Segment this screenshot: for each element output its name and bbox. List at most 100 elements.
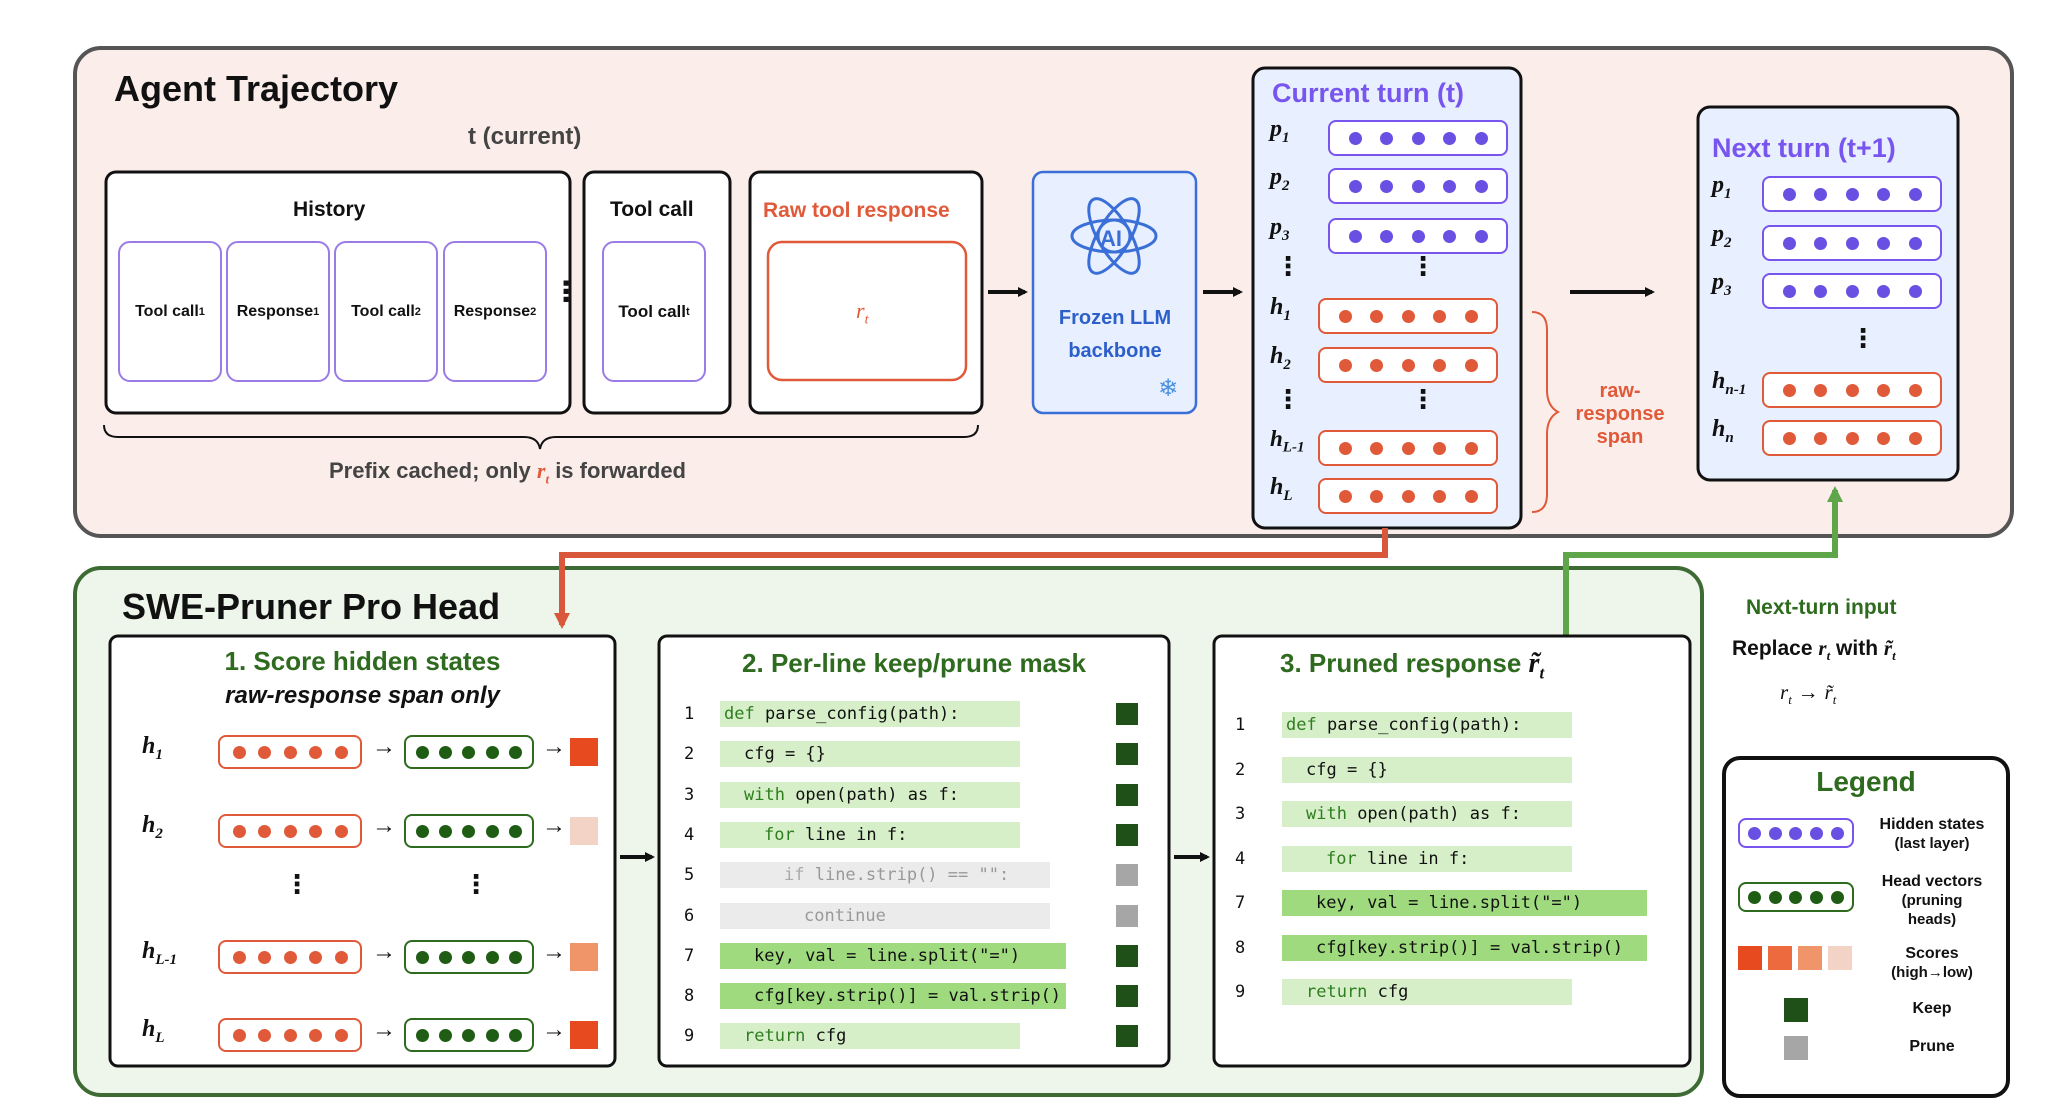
token-dot: [258, 824, 271, 838]
token-dot: [309, 1028, 322, 1042]
pruned-title: 3. Pruned response r̃t: [1280, 648, 1544, 684]
arrow-sym2-sub: t: [1832, 692, 1837, 708]
token-dot: [1338, 309, 1352, 323]
history-item-label: Tool call: [135, 302, 199, 320]
current-row-label: hL: [1270, 474, 1293, 505]
next-row-p-tokens: [1762, 273, 1942, 309]
token-dot: [1877, 383, 1890, 397]
token-dot: [1411, 179, 1425, 193]
history-title: History: [293, 198, 366, 221]
code-text: key, val = line.split("="): [754, 945, 1021, 966]
token-dot: [258, 950, 271, 964]
score-row-label-sub: 2: [155, 825, 163, 842]
token-dot: [1433, 441, 1446, 455]
token-dot: [1433, 309, 1446, 323]
token-dot: [1782, 431, 1796, 445]
token-dot: [416, 1028, 430, 1042]
token-dot: [1464, 489, 1478, 503]
score-subtitle: raw-response span only: [225, 682, 500, 709]
keep-square: [1116, 985, 1138, 1008]
score-row-label-letter: h: [142, 938, 156, 964]
token-dot: [1380, 229, 1393, 243]
token-dot: [1443, 131, 1456, 145]
token-dot: [258, 745, 271, 759]
code-text: parse_config(path):: [754, 704, 960, 724]
token-dot: [439, 745, 453, 759]
score-row-hidden-tokens: [218, 940, 362, 974]
pruned-symbol-letter: r̃: [1528, 648, 1540, 679]
arrow-sym2: r̃t: [1824, 680, 1837, 708]
history-item-label: Tool call: [351, 302, 415, 320]
token-dot: [485, 745, 499, 759]
token-dot: [334, 824, 348, 838]
right-arrow-icon: →: [372, 812, 396, 839]
arrow-pruned-to-next: [1563, 486, 1843, 640]
code-text: cfg[key.strip()] = val.strip(): [754, 986, 1062, 1007]
token-dot: [232, 1028, 246, 1042]
right-arrow-icon: →: [372, 938, 396, 965]
token-dot: [334, 745, 348, 759]
code-keyword: def: [1286, 715, 1317, 735]
prune-square: [1116, 904, 1138, 927]
code-text: cfg: [805, 1026, 847, 1047]
legend-head-3: heads): [1907, 911, 1957, 928]
line-number: 5: [684, 865, 695, 886]
token-dot: [1782, 383, 1796, 397]
next-input-replace: Replace rt with r̃t: [1732, 636, 1896, 664]
code-line: with open(path) as f:: [720, 781, 1020, 808]
current-vdots-h-label: ⋮: [1275, 384, 1301, 414]
legend-scores-2: (high→low): [1891, 964, 1973, 981]
token-dot: [1908, 236, 1922, 250]
next-row-label: p3: [1712, 269, 1732, 300]
right-arrow-icon: →: [542, 812, 566, 839]
token-dot: [1877, 284, 1890, 298]
code-keyword: def: [724, 704, 755, 724]
score-square: [570, 943, 598, 971]
score-row-hidden-tokens: [218, 814, 362, 848]
score-row-head-tokens: [404, 1018, 534, 1052]
token-dot: [462, 745, 476, 759]
head-title: SWE-Pruner Pro Head: [122, 586, 501, 627]
raw-symbol-sub: t: [864, 312, 869, 328]
replace-sym1-sub: t: [1826, 648, 1831, 664]
legend-hidden-1: Hidden states: [1879, 816, 1985, 833]
token-dot: [439, 824, 453, 838]
span-label: raw- response span: [1562, 380, 1678, 449]
code-line: cfg[key.strip()] = val.strip(): [1282, 934, 1647, 961]
replace-text-a: Replace: [1732, 637, 1813, 660]
token-dot: [1908, 431, 1922, 445]
legend-keep-label: Keep: [1912, 1000, 1952, 1017]
next-row-label-sub: 2: [1724, 234, 1732, 251]
token-dot: [1782, 236, 1796, 250]
current-row-p-tokens: [1328, 218, 1508, 254]
keep-square: [1116, 783, 1138, 806]
score-square: [570, 1021, 598, 1049]
code-line: return cfg: [720, 1023, 1020, 1050]
code-keyword: if: [784, 865, 805, 886]
arrow-sym2-letter: r̃: [1824, 680, 1833, 704]
token-dot: [1443, 179, 1456, 193]
token-dot: [508, 824, 522, 838]
next-row-p-tokens: [1762, 225, 1942, 261]
pruned-symbol: r̃t: [1528, 648, 1545, 683]
token-dot: [1908, 284, 1922, 298]
token-dot: [1411, 131, 1425, 145]
legend-scores-label: Scores (high→low): [1862, 944, 2002, 982]
mask-title: 2. Per-line keep/prune mask: [742, 648, 1086, 678]
line-number: 9: [684, 1026, 695, 1047]
next-row-h-tokens: [1762, 372, 1942, 408]
current-vdots-h-row: ⋮: [1410, 384, 1436, 414]
token-dot: [1433, 358, 1446, 372]
token-dot: [334, 1028, 348, 1042]
token-dot: [1411, 229, 1425, 243]
current-row-label-sub: 2: [1283, 356, 1291, 373]
token-dot: [1845, 431, 1859, 445]
next-row-label-letter: p: [1712, 172, 1724, 198]
current-title: Current turn (t): [1272, 78, 1464, 108]
next-row-label: hn: [1712, 416, 1734, 447]
token-dot: [1380, 131, 1393, 145]
history-item-sub: 2: [414, 305, 421, 318]
code-line: return cfg: [1282, 979, 1572, 1005]
keep-square: [1116, 944, 1138, 967]
